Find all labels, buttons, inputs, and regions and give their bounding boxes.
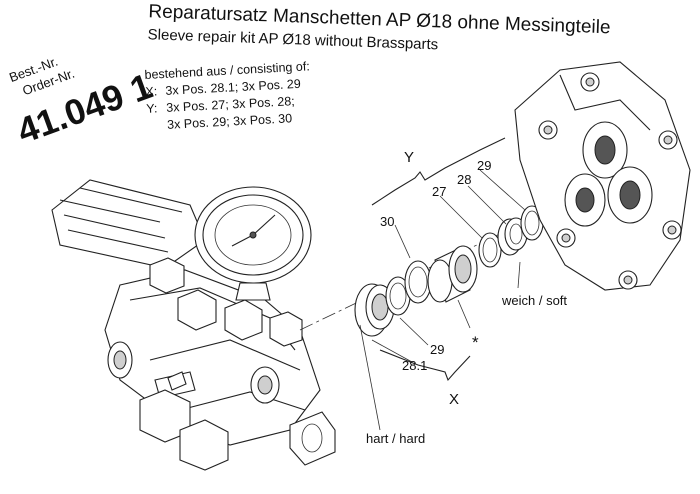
contents-list: bestehend aus / consisting of: X: 3x Pos…	[144, 59, 310, 132]
callout-labels: Y 30 27 28 29 weich / soft * 29 28.1 X h…	[366, 149, 567, 446]
order-number: 41.049 1	[12, 65, 158, 151]
contents-y-line1: 3x Pos. 27; 3x Pos. 28;	[166, 94, 295, 115]
contents-y-line2: 3x Pos. 29; 3x Pos. 30	[167, 111, 293, 132]
leader-lines	[359, 137, 526, 431]
pos-27-label: 27	[432, 184, 446, 199]
pos-29-bottom-label: 29	[430, 342, 444, 357]
pos-30-label: 30	[380, 214, 394, 229]
cylinder-head-illustration	[514, 61, 691, 291]
pos-29-top-label: 29	[477, 158, 491, 173]
group-y-label: Y	[404, 149, 414, 166]
contents-x-key: X:	[145, 84, 158, 99]
soft-label: weich / soft	[501, 293, 567, 308]
title-block: Reparatursatz Manschetten AP Ø18 ohne Me…	[147, 1, 610, 53]
pump-body-illustration	[51, 179, 336, 471]
pos-28-label: 28	[457, 172, 471, 187]
hard-label: hart / hard	[366, 431, 425, 446]
group-x-label: X	[449, 391, 459, 408]
pos-28-1-label: 28.1	[402, 358, 427, 373]
star-label: *	[472, 333, 479, 352]
contents-y-key: Y:	[146, 101, 158, 116]
order-number-block: Best.-Nr. Order-Nr. 41.049 1	[7, 54, 158, 152]
